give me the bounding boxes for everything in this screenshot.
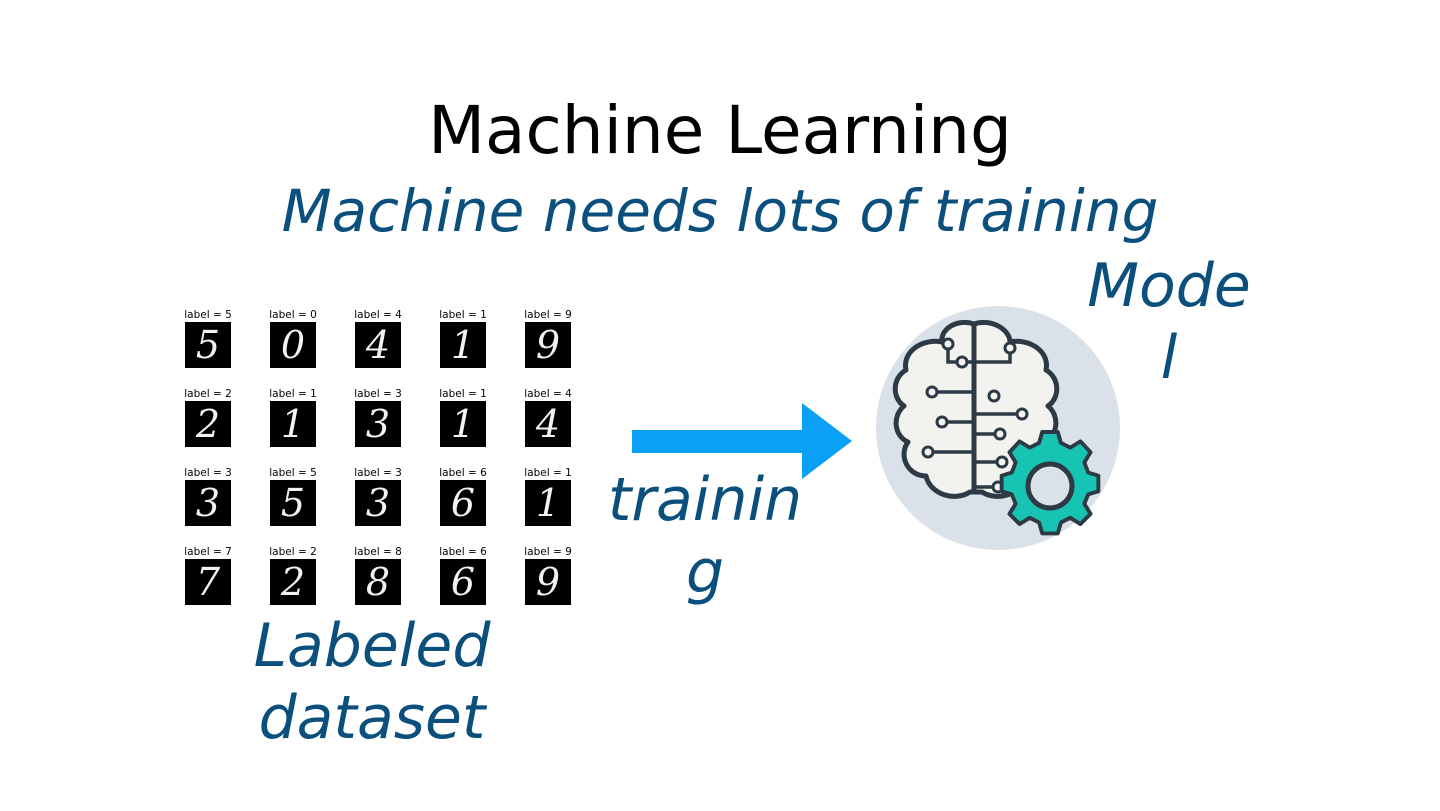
digit-sample-label: label = 5 (184, 309, 232, 321)
digit-sample-image: 4 (355, 322, 401, 368)
digit-sample-label: label = 1 (269, 388, 317, 400)
training-arrow (632, 403, 852, 479)
training-caption-line2: g (685, 537, 725, 607)
digit-sample-image: 2 (185, 401, 231, 447)
digit-sample-label: label = 2 (184, 388, 232, 400)
digit-sample-label: label = 7 (184, 546, 232, 558)
digit-sample-label: label = 5 (269, 467, 317, 479)
digit-sample-label: label = 3 (354, 388, 402, 400)
training-arrow-shape (632, 403, 852, 479)
dataset-caption-line1: Labeled (253, 611, 491, 681)
digit-sample-image: 9 (525, 559, 571, 605)
dataset-caption: Labeled dataset (222, 610, 522, 754)
digit-sample-image: 1 (270, 401, 316, 447)
digit-sample-label: label = 9 (524, 309, 572, 321)
digit-sample-label: label = 1 (439, 309, 487, 321)
model-caption-line1: Mode (1087, 251, 1251, 321)
dataset-caption-line2: dataset (258, 683, 486, 753)
digit-sample-label: label = 3 (184, 467, 232, 479)
digit-sample-label: label = 6 (439, 467, 487, 479)
digit-sample-image: 5 (185, 322, 231, 368)
brain-gear-icon (876, 306, 1120, 550)
digit-sample-label: label = 1 (524, 467, 572, 479)
digit-sample-image: 2 (270, 559, 316, 605)
digit-sample-image: 5 (270, 480, 316, 526)
digit-sample-image: 0 (270, 322, 316, 368)
digit-sample-image: 3 (355, 480, 401, 526)
digit-sample-image: 1 (440, 322, 486, 368)
digit-sample-label: label = 1 (439, 388, 487, 400)
digit-sample-label: label = 3 (354, 467, 402, 479)
model-caption: Mode l (1040, 250, 1298, 394)
digit-sample-label: label = 9 (524, 546, 572, 558)
digit-sample-label: label = 0 (269, 309, 317, 321)
training-caption-line1: trainin (607, 465, 803, 535)
digit-sample-image: 9 (525, 322, 571, 368)
digit-sample-image: 4 (525, 401, 571, 447)
model-caption-line2: l (1160, 323, 1178, 393)
digit-sample-image: 1 (525, 480, 571, 526)
diagram-subtitle: Machine needs lots of training (281, 177, 1159, 245)
digit-sample-image: 6 (440, 559, 486, 605)
digit-sample-image: 6 (440, 480, 486, 526)
digit-sample-image: 3 (355, 401, 401, 447)
digit-sample-image: 1 (440, 401, 486, 447)
digit-sample-label: label = 4 (524, 388, 572, 400)
diagram-title: Machine Learning (428, 92, 1012, 169)
gear-icon (999, 430, 1101, 536)
digit-sample-image: 7 (185, 559, 231, 605)
digit-sample-label: label = 4 (354, 309, 402, 321)
digit-sample-image: 3 (185, 480, 231, 526)
circuit-nodes (921, 337, 1029, 494)
digit-sample-label: label = 2 (269, 546, 317, 558)
training-caption: trainin g (560, 464, 850, 608)
digit-sample-label: label = 8 (354, 546, 402, 558)
digit-sample-image: 8 (355, 559, 401, 605)
digit-sample-label: label = 6 (439, 546, 487, 558)
